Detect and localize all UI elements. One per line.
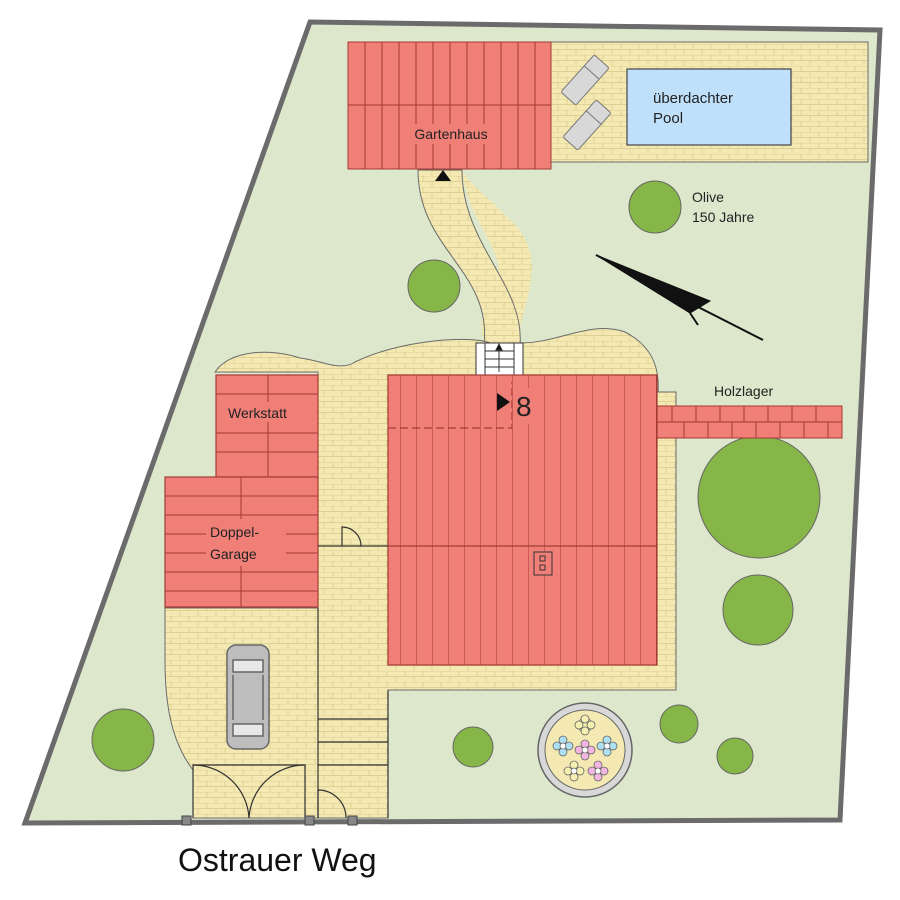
garage-label-line2: Garage — [210, 546, 257, 562]
workshop: Werkstatt — [215, 374, 319, 478]
driveway-gate — [192, 764, 347, 819]
garden-house-label: Gartenhaus — [414, 126, 487, 142]
olive-label-line1: Olive — [692, 189, 724, 205]
gate-posts — [181, 815, 358, 826]
door-swing-icon — [318, 526, 388, 547]
pool-label-line1: überdachter — [653, 90, 733, 107]
tree — [407, 259, 461, 313]
tree — [722, 574, 794, 646]
tree — [716, 737, 754, 775]
workshop-label: Werkstatt — [228, 405, 287, 421]
outer-steps — [317, 608, 389, 818]
wood-storage-label: Holzlager — [714, 383, 773, 399]
house-number: 8 — [516, 391, 532, 422]
main-house: 8 — [387, 374, 658, 666]
wood-storage: Holzlager — [655, 383, 843, 439]
pool-label-line2: Pool — [653, 110, 683, 127]
double-garage: Doppel- Garage — [164, 476, 319, 608]
tree — [91, 708, 155, 772]
olive-label-line2: 150 Jahre — [692, 209, 754, 225]
olive-tree — [628, 180, 682, 234]
tree — [659, 704, 699, 744]
garage-label-line1: Doppel- — [210, 524, 259, 540]
tree — [452, 726, 494, 768]
entrance-marker-icon — [497, 393, 510, 411]
tree — [697, 435, 821, 559]
covered-pool: überdachter Pool — [626, 68, 792, 146]
garden-house: Gartenhaus — [347, 41, 552, 181]
car-icon — [226, 644, 270, 750]
chimney — [533, 551, 553, 576]
street-name: Ostrauer Weg — [178, 842, 377, 878]
entrance-marker-icon — [435, 170, 451, 181]
entrance-stairs — [475, 342, 524, 376]
flower-bed-icon — [537, 702, 633, 798]
north-arrow-icon — [595, 254, 764, 341]
sun-lounger-icon — [561, 55, 611, 150]
